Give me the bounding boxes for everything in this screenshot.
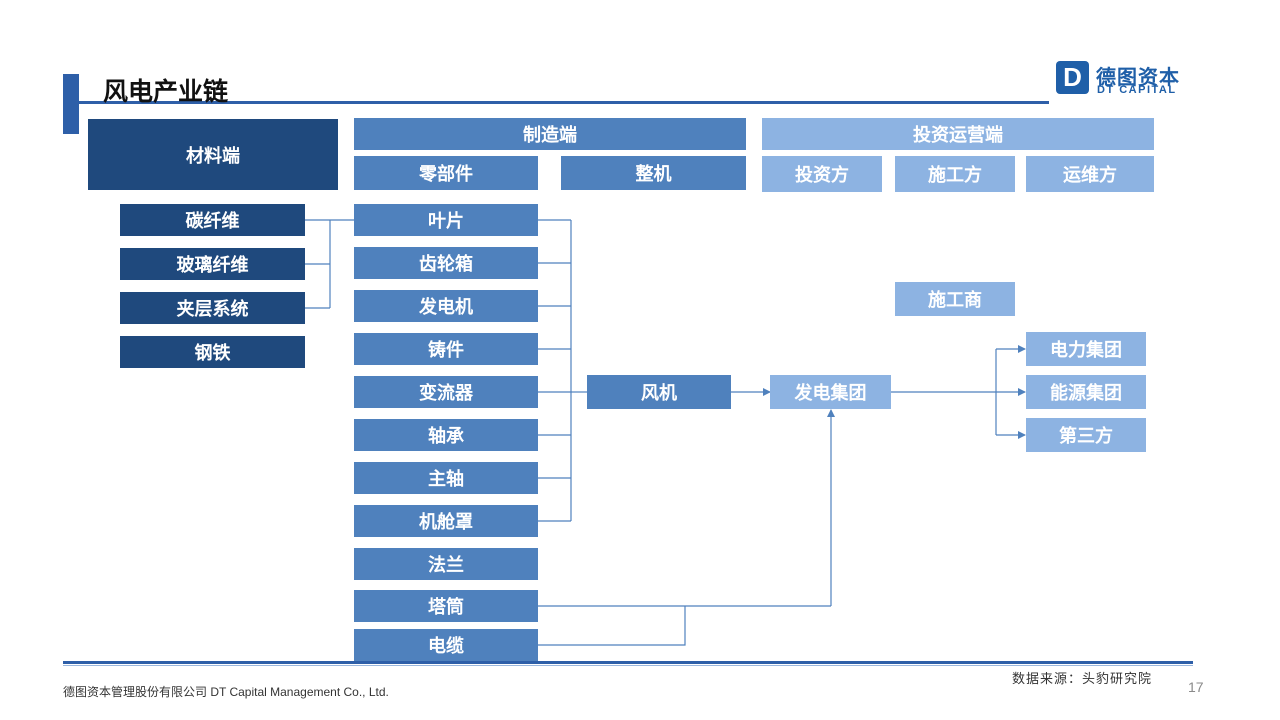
footer-company: 德图资本管理股份有限公司 DT Capital Management Co., …: [63, 685, 389, 699]
material-item: 玻璃纤维: [120, 248, 305, 280]
material-item: 碳纤维: [120, 204, 305, 236]
maintainer-header: 运维方: [1026, 156, 1154, 192]
title-accent-bar: [63, 74, 79, 134]
logo-icon: D: [1056, 61, 1089, 94]
operator-item: 能源集团: [1026, 375, 1146, 409]
source-note: 数据来源：头豹研究院: [1012, 672, 1153, 687]
investment-ops-header: 投资运营端: [762, 118, 1154, 150]
component-item: 电缆: [354, 629, 538, 661]
component-item: 齿轮箱: [354, 247, 538, 279]
logo-name-en: DT CAPITAL: [1097, 84, 1177, 96]
component-item: 轴承: [354, 419, 538, 451]
page-title: 风电产业链: [103, 77, 229, 106]
parts-header: 零部件: [354, 156, 538, 190]
logo-name-cn: 德图资本: [1096, 65, 1180, 89]
component-item: 叶片: [354, 204, 538, 236]
investor-header: 投资方: [762, 156, 882, 192]
footer-divider-thin: [63, 665, 1193, 666]
component-item: 变流器: [354, 376, 538, 408]
component-item: 发电机: [354, 290, 538, 322]
turbine-node: 风机: [587, 375, 731, 409]
whole-machine-header: 整机: [561, 156, 746, 190]
constructor-header: 施工方: [895, 156, 1015, 192]
component-item: 机舱罩: [354, 505, 538, 537]
material-item: 夹层系统: [120, 292, 305, 324]
power-group-node: 发电集团: [770, 375, 891, 409]
component-item: 铸件: [354, 333, 538, 365]
component-item: 塔筒: [354, 590, 538, 622]
operator-item: 电力集团: [1026, 332, 1146, 366]
materials-header: 材料端: [88, 119, 338, 190]
manufacturing-header: 制造端: [354, 118, 746, 150]
page-number: 17: [1188, 679, 1204, 695]
operator-item: 第三方: [1026, 418, 1146, 452]
construction-company-node: 施工商: [895, 282, 1015, 316]
component-item: 法兰: [354, 548, 538, 580]
footer-divider: [63, 661, 1193, 664]
component-item: 主轴: [354, 462, 538, 494]
title-underline: [79, 101, 1049, 104]
material-item: 钢铁: [120, 336, 305, 368]
